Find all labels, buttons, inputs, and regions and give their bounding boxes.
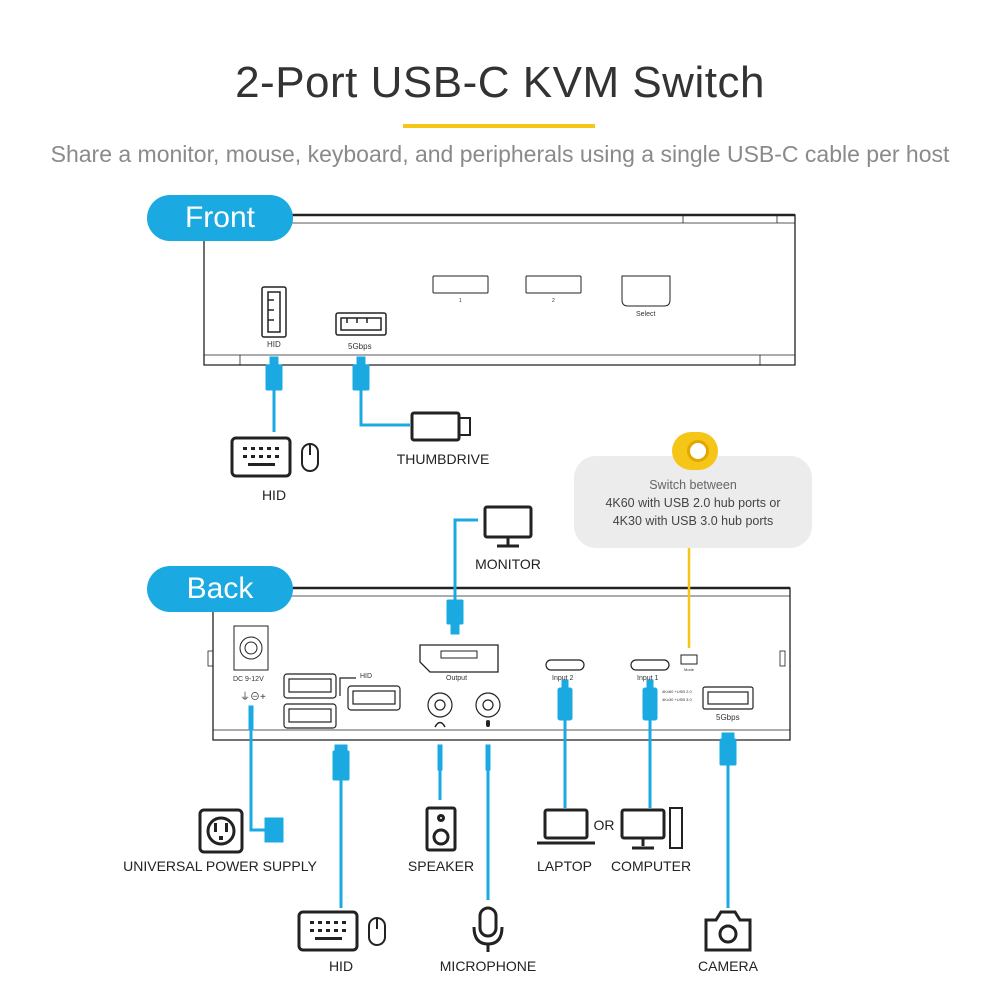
input1-port xyxy=(630,659,670,671)
page-title: 2-Port USB-C KVM Switch xyxy=(235,58,765,107)
thumbdrive-icon xyxy=(410,411,471,442)
power-supply-label: UNIVERSAL POWER SUPPLY xyxy=(123,858,317,874)
mode-toggle-icon xyxy=(672,432,718,470)
front-section-label: Front xyxy=(147,195,293,241)
front-usb-port xyxy=(335,312,387,336)
back-section-label: Back xyxy=(147,566,293,612)
mode-callout-line3: 4K30 with USB 3.0 hub ports xyxy=(612,514,774,528)
mode-callout-line2: 4K60 with USB 2.0 hub ports or xyxy=(605,496,781,510)
front-keyboard-icon xyxy=(230,436,292,478)
mode-option1: 4Kx60 +USB 2.0 xyxy=(662,689,692,694)
monitor-label: MONITOR xyxy=(475,556,541,572)
select-button xyxy=(621,275,671,307)
back-usb-port-label: 5Gbps xyxy=(716,713,740,722)
mode-switch xyxy=(680,654,698,665)
displayport-output xyxy=(419,644,499,673)
laptop-icon xyxy=(537,808,595,845)
camera-label: CAMERA xyxy=(698,958,758,974)
computer-label: COMPUTER xyxy=(610,858,692,874)
page-subtitle: Share a monitor, mouse, keyboard, and pe… xyxy=(50,141,950,167)
back-cables xyxy=(249,518,730,908)
headphone-mark xyxy=(434,721,446,728)
input1-port-label: Input 1 xyxy=(637,675,659,682)
port2-button-label: 2 xyxy=(552,298,555,304)
input2-port-label: Input 2 xyxy=(552,675,574,682)
back-keyboard-keys xyxy=(310,921,346,940)
back-usb-port xyxy=(702,686,754,710)
front-cables xyxy=(272,390,410,432)
camera-icon xyxy=(704,910,752,952)
laptop-label: LAPTOP xyxy=(537,858,592,874)
mic-mark xyxy=(486,720,490,727)
front-usb-port-label: 5Gbps xyxy=(348,342,372,351)
back-hid-label: HID xyxy=(328,958,354,974)
port2-button xyxy=(525,275,582,294)
back-mouse-icon xyxy=(368,917,386,946)
thumbdrive-label: THUMBDRIVE xyxy=(396,451,490,467)
port1-button xyxy=(432,275,489,294)
power-outlet-slots xyxy=(214,823,228,840)
back-hid-ports xyxy=(283,673,401,729)
back-connectors xyxy=(248,599,737,843)
back-panel-chassis xyxy=(207,586,791,741)
power-outlet-icon xyxy=(198,808,244,854)
speaker-icon xyxy=(425,806,457,852)
speaker-label: SPEAKER xyxy=(407,858,475,874)
microphone-label: MICROPHONE xyxy=(439,958,537,974)
front-hid-label: HID xyxy=(261,487,287,503)
back-keyboard-icon xyxy=(297,910,359,952)
front-hid-port-label: HID xyxy=(267,340,281,349)
front-connectors xyxy=(265,356,370,391)
front-keyboard-keys xyxy=(243,447,279,466)
front-hid-port xyxy=(261,286,287,338)
audio-jacks xyxy=(427,692,501,718)
monitor-icon xyxy=(483,505,533,548)
dc-jack xyxy=(233,625,269,671)
mode-callout: Switch between 4K60 with USB 2.0 hub por… xyxy=(574,456,812,548)
front-panel-chassis xyxy=(203,213,796,366)
microphone-icon xyxy=(472,906,504,952)
mode-callout-line1: Switch between xyxy=(649,478,737,492)
mode-switch-label: Mode xyxy=(684,667,695,672)
title-underline xyxy=(403,124,595,128)
mode-option2: 4Kx30 +USB 3.0 xyxy=(662,697,692,702)
output-port-label: Output xyxy=(446,675,468,682)
power-polarity-icon: ⏚⊖+ xyxy=(240,692,266,703)
computer-icon xyxy=(620,807,683,850)
front-mouse-icon xyxy=(301,443,319,472)
port1-button-label: 1 xyxy=(459,298,462,304)
power-port-label: DC 9-12V xyxy=(233,676,264,683)
back-hid-ports-label: HID xyxy=(360,673,373,680)
or-label: OR xyxy=(593,817,615,833)
select-button-label: Select xyxy=(636,311,656,318)
input2-port xyxy=(545,659,585,671)
